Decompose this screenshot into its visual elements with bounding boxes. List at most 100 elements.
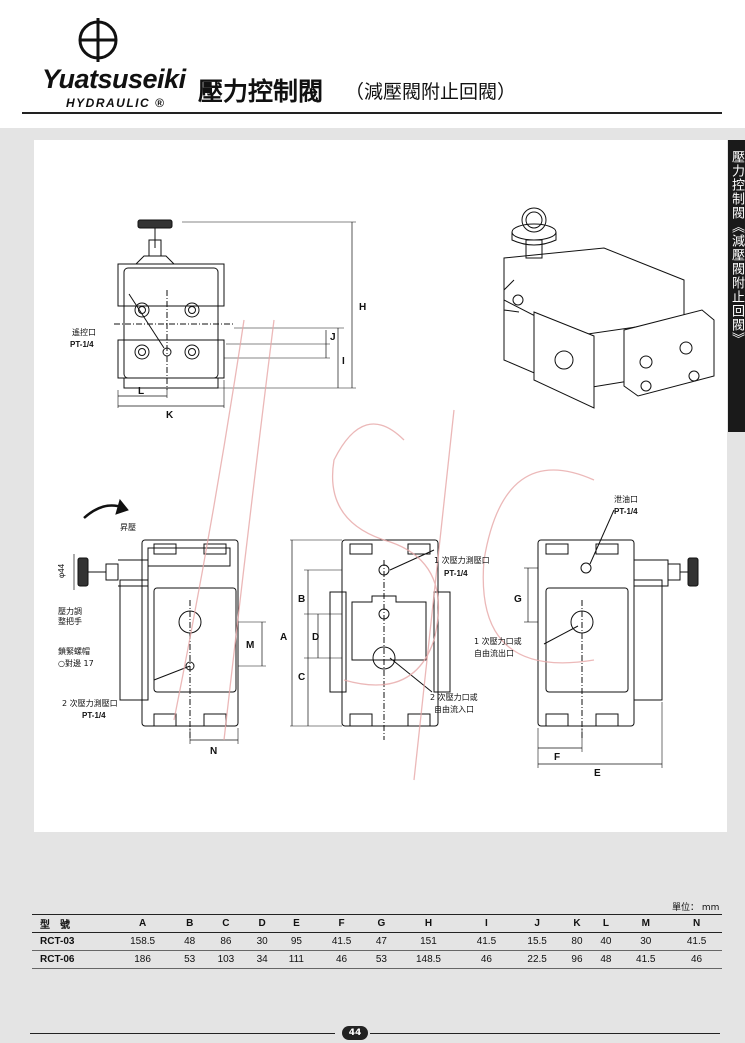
table-cell: 48 [600, 954, 612, 965]
locknut-label-1: 鎖緊螺帽 [58, 646, 90, 656]
table-cell: 53 [375, 954, 387, 965]
second-port-size: PT-1/4 [82, 711, 106, 720]
page-subtitle: （減壓閥附止回閥） [345, 81, 517, 103]
table-header: N [671, 914, 722, 933]
table-cell: 46 [480, 954, 492, 965]
drawing-labels: 遙控口 PT-1/4 H J I L K 昇壓 φ44 壓力調 整把手 鎖緊螺帽… [57, 302, 638, 779]
table-cell: 103 [217, 954, 235, 965]
table-cell: 53 [184, 954, 196, 965]
rise-label: 昇壓 [120, 523, 136, 532]
pilot-port-label: 遙控口 [72, 327, 96, 337]
table-header: M [620, 914, 672, 933]
drain-port-size: PT-1/4 [614, 507, 638, 516]
table-cell: 86 [220, 936, 232, 947]
free-in-label: 自由流入口 [434, 704, 474, 714]
drain-port-label: 泄油口 [614, 494, 638, 504]
first-port-label: 1 次壓力測壓口 [434, 555, 490, 565]
table-cell: RCT-06 [40, 954, 75, 965]
left-view-drawing [73, 498, 266, 744]
table-header: L [591, 914, 621, 933]
table-header: 型 號 [32, 914, 110, 933]
pilot-port-size: PT-1/4 [70, 340, 94, 349]
table-cell: 186 [134, 954, 151, 965]
dim-label-a: A [280, 632, 287, 643]
dim-label-i: I [342, 356, 345, 367]
table-cell: 15.5 [527, 936, 547, 947]
table-cell: 30 [256, 936, 268, 947]
table-cell: RCT-03 [40, 936, 75, 947]
watermark-logo-icon [173, 319, 595, 781]
handle-diameter-label: φ44 [57, 563, 66, 578]
brand-logo-icon [78, 18, 118, 62]
technical-drawing-panel: 遙控口 PT-1/4 H J I L K 昇壓 φ44 壓力調 整把手 鎖緊螺帽… [34, 140, 727, 832]
table-cell: 30 [640, 936, 652, 947]
table-cell: 47 [375, 936, 387, 947]
dim-label-c: C [298, 672, 305, 683]
page-title: 壓力控制閥 [198, 77, 324, 106]
front-view-drawing [290, 539, 451, 740]
top-view-drawing [114, 219, 356, 408]
free-out-label: 自由流出口 [474, 648, 514, 658]
handle-label-1: 壓力調 [58, 606, 82, 616]
section-side-tab: 壓力控制閥《減壓閥附止回閥》 [728, 140, 745, 432]
page-number: 44 [342, 1026, 368, 1040]
table-cell: 46 [335, 954, 348, 965]
dimension-table: 型 號 A B C D E F G H I J K L M N RCT-03 1… [32, 914, 722, 969]
footer-divider-left [30, 1033, 335, 1034]
table-header: F [316, 914, 367, 933]
second-port-label: 2 次壓力測壓口 [62, 698, 118, 708]
dim-label-j: J [330, 332, 336, 343]
page-header: Yuatsuseiki HYDRAULIC ® 壓力控制閥 （減壓閥附止回閥） [0, 0, 745, 128]
table-cell: 148.5 [415, 954, 441, 965]
dim-label-l: L [138, 386, 144, 397]
dim-label-f: F [554, 752, 560, 763]
dim-label-n: N [210, 746, 217, 757]
dim-label-d: D [312, 632, 319, 643]
side-view-drawing [524, 509, 699, 768]
dim-label-b: B [298, 594, 305, 605]
table-cell: 34 [256, 954, 268, 965]
dim-label-h: H [359, 302, 366, 313]
table-cell: 80 [571, 936, 583, 947]
table-cell: 40 [600, 936, 612, 947]
handle-label-2: 整把手 [58, 616, 82, 626]
isometric-view-drawing [503, 207, 715, 409]
table-cell: 41.5 [331, 936, 352, 947]
table-cell: 46 [691, 954, 703, 965]
dim-label-g: G [514, 594, 522, 605]
table-header: J [511, 914, 563, 933]
brand-subtitle: HYDRAULIC ® [66, 96, 166, 110]
first-or-free-out-label: 1 次壓力口或 [474, 636, 522, 646]
table-header: B [175, 914, 205, 933]
header-divider [22, 112, 722, 114]
table-cell: 48 [184, 936, 196, 947]
table-header: A [110, 914, 176, 933]
table-cell: 158.5 [130, 936, 156, 947]
unit-label: 單位： mm [672, 903, 720, 913]
brand-name: Yuatsuseiki [42, 64, 186, 94]
dim-label-m: M [246, 640, 254, 651]
locknut-label-2: ○對邊 17 [58, 658, 94, 668]
table-cell: 22.5 [527, 954, 547, 965]
table-row: RCT-03 158.5 48 86 30 95 41.5 47 151 41.… [32, 933, 722, 951]
table-header: K [562, 914, 592, 933]
table-header: C [204, 914, 248, 933]
table-cell: 151 [420, 936, 437, 947]
table-header: E [276, 914, 317, 933]
table-cell: 41.5 [476, 936, 497, 947]
table-cell: 41.5 [686, 936, 707, 947]
technical-drawing: 遙控口 PT-1/4 H J I L K 昇壓 φ44 壓力調 整把手 鎖緊螺帽… [57, 207, 715, 781]
first-port-size: PT-1/4 [444, 569, 468, 578]
second-or-free-in-label: 2 次壓力口或 [430, 692, 478, 702]
table-header: H [395, 914, 462, 933]
table-row: RCT-06 186 53 103 34 111 46 53 148.5 46 … [32, 951, 722, 969]
dim-label-k: K [166, 410, 174, 421]
table-cell: 41.5 [636, 954, 656, 965]
table-header: I [461, 914, 512, 933]
table-header-row: 型 號 A B C D E F G H I J K L M N [32, 914, 722, 933]
dim-label-e: E [594, 768, 601, 779]
footer-divider-right [370, 1033, 720, 1034]
table-header: D [247, 914, 277, 933]
table-cell: 111 [288, 954, 304, 965]
table-cell: 95 [290, 936, 302, 947]
